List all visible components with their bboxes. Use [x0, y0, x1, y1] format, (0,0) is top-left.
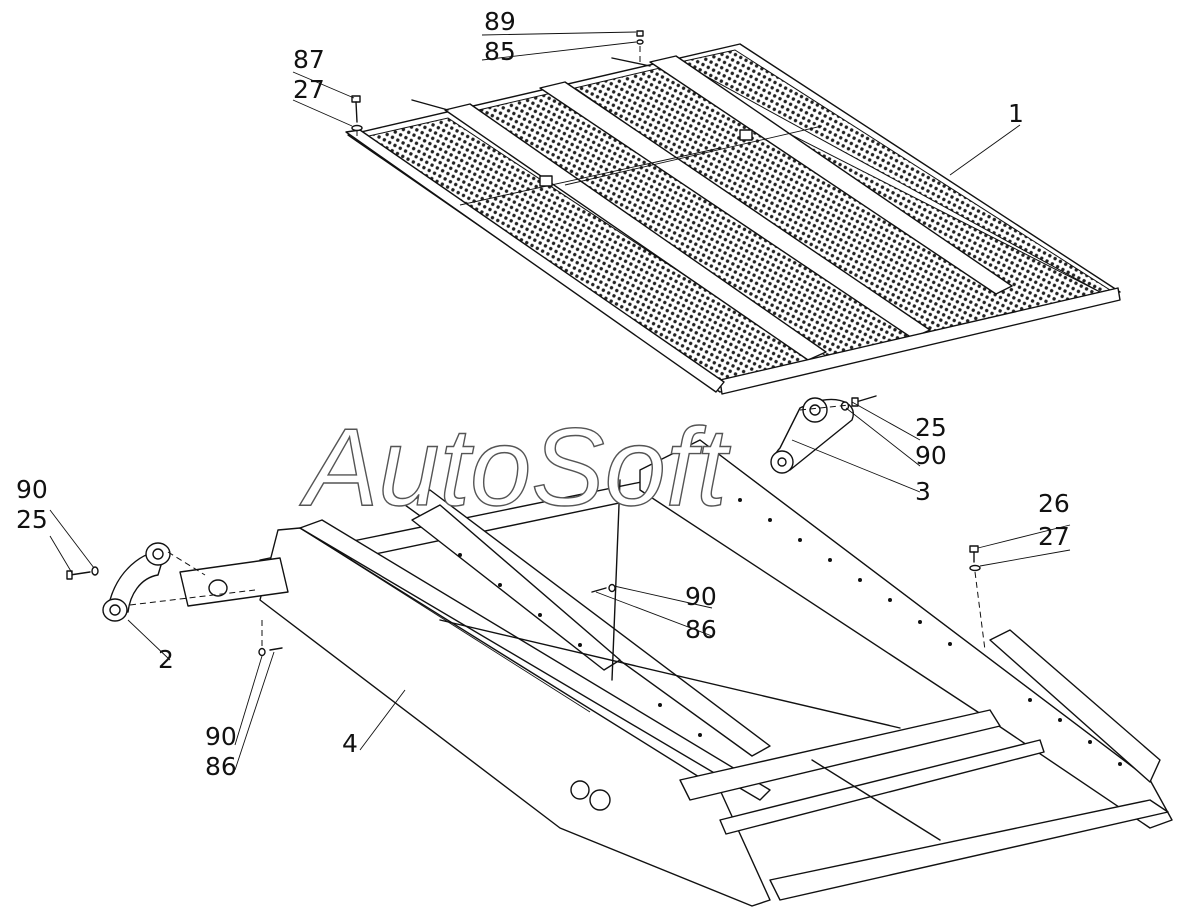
callout-27: 27: [1038, 522, 1070, 551]
callout-86: 86: [205, 752, 237, 781]
washer-icon: [258, 647, 266, 657]
callout-27: 27: [293, 75, 325, 104]
callout-3: 3: [915, 477, 931, 506]
bolt-icon: [269, 647, 283, 651]
watermark-text: AutoSoft: [299, 406, 731, 529]
callout-87: 87: [293, 45, 325, 74]
callout-26: 26: [1038, 489, 1070, 518]
bolt-icon: [591, 587, 607, 593]
frame-left-wall: [259, 527, 771, 907]
leader-lines: [49, 31, 1071, 771]
washer-icon: [608, 583, 616, 593]
washer-icon: [636, 39, 644, 45]
callout-90: 90: [16, 475, 48, 504]
callout-1: 1: [1008, 99, 1024, 128]
callout-90: 90: [205, 722, 237, 751]
callout-90: 90: [685, 582, 717, 611]
callout-25: 25: [16, 505, 48, 534]
frame-left-bracket: [179, 557, 289, 607]
callout-labels: 89 85 87 27 1 25 90 3 90 25 26 27 90 86 …: [16, 7, 1070, 781]
washer-icon: [969, 564, 981, 572]
panel-ridge-2: [539, 81, 931, 339]
panel-front-lip: [719, 287, 1121, 395]
washer-icon: [351, 124, 363, 132]
panel-ridge-1: [444, 103, 827, 361]
bolt-icon: [351, 95, 361, 123]
callout-4: 4: [342, 729, 358, 758]
panel-ridge-3: [649, 55, 1013, 295]
washer-icon: [91, 566, 99, 576]
callout-86: 86: [685, 615, 717, 644]
frame-left-rail: [299, 519, 771, 801]
left-pivot-bracket: [102, 542, 171, 622]
frame-front-beam: [679, 709, 1001, 801]
callout-25: 25: [915, 413, 947, 442]
callout-2: 2: [158, 645, 174, 674]
callout-90: 90: [915, 441, 947, 470]
assembly-guides: [129, 46, 986, 651]
conveyor-frame: [179, 439, 1173, 907]
bolt-icon: [969, 545, 979, 563]
callout-89: 89: [484, 7, 516, 36]
bolt-icon: [66, 570, 91, 580]
right-pivot-bracket: [770, 397, 854, 474]
callout-85: 85: [484, 37, 516, 66]
bolt-icon: [636, 30, 644, 37]
sieve-panel: [345, 43, 1121, 395]
